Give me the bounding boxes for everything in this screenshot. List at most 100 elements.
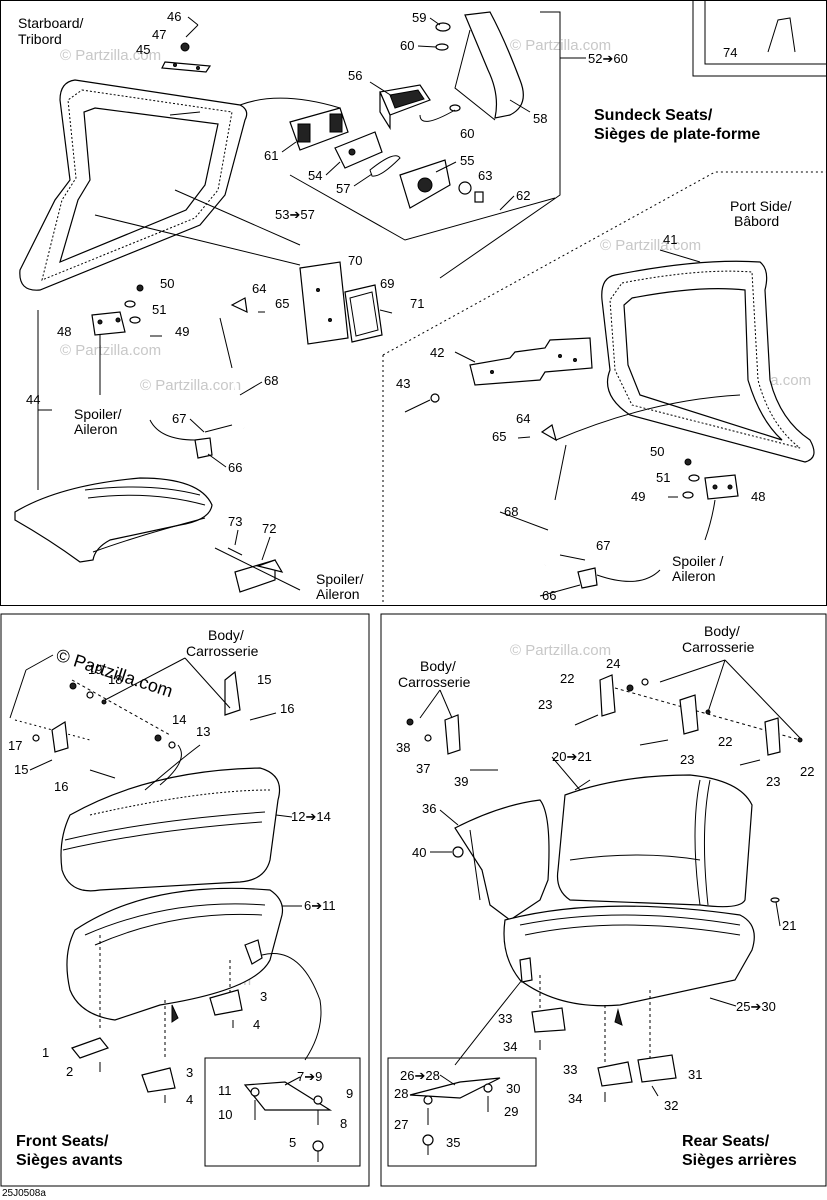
callout-34: 34 [503,1039,517,1054]
watermark: © Partzilla.com [600,237,701,254]
callout-52-60: 52➔60 [588,51,628,66]
hinge-69-70 [299,261,393,345]
callout-23: 23 [680,752,694,767]
callout-23: 23 [766,774,780,789]
callout-1: 1 [42,1045,49,1060]
callout-15: 15 [14,762,28,777]
callout-leaders [29,16,781,1086]
label-spoiler: Spoiler / [672,553,723,569]
callout-54: 54 [308,168,322,183]
strap-58 [419,11,524,122]
callout-33: 33 [498,1011,512,1026]
callout-31: 31 [688,1067,702,1082]
callout-38: 38 [396,740,410,755]
starboard-backrest-frame [19,79,248,490]
label-spoiler: Aileron [672,568,716,584]
front-brackets [71,939,322,1103]
callout-73: 73 [228,514,242,529]
figure-code: 25J0508a [2,1188,46,1199]
callout-8: 8 [340,1116,347,1131]
callout-5: 5 [289,1135,296,1150]
watermark: © Partzilla.com [510,37,611,54]
callout-58: 58 [533,111,547,126]
label-spoiler: Aileron [74,421,118,437]
callout-16: 16 [54,779,68,794]
front-backrest-12-14 [60,744,281,892]
callout-67: 67 [596,538,610,553]
callout-48: 48 [751,489,765,504]
callout-34: 34 [568,1091,582,1106]
callout-49: 49 [175,324,189,339]
callout-62: 62 [516,188,530,203]
callout-42: 42 [430,345,444,360]
callout-29: 29 [504,1104,518,1119]
callout-16: 16 [280,701,294,716]
callout-33: 33 [563,1062,577,1077]
callout-65: 65 [492,429,506,444]
title-front-seats: Front Seats/ [16,1133,109,1150]
watermark: © Partzilla.com [60,47,161,64]
callout-3: 3 [186,1065,193,1080]
callouts: 46 47 45 59 60 52➔60 56 58 60 61 54 57 5… [8,9,814,1150]
callout-37: 37 [416,761,430,776]
callout-64: 64 [516,411,530,426]
callout-25-30: 25➔30 [736,999,776,1014]
callout-35: 35 [446,1135,460,1150]
latch-assembly-53-57 [289,131,556,241]
rear-brackets [531,1007,677,1102]
callout-27: 27 [394,1117,408,1132]
callout-51: 51 [152,302,166,317]
callout-64: 64 [252,281,266,296]
callout-14: 14 [172,712,186,727]
callout-47: 47 [152,27,166,42]
title-sundeck-seats: Sundeck Seats/ [594,107,713,124]
callout-7-9: 7➔9 [297,1069,322,1084]
label-spoiler: Spoiler/ [316,571,364,587]
label-port-side: Port Side/ [730,198,792,214]
callout-20-21: 20➔21 [552,749,592,764]
callout-2: 2 [66,1064,73,1079]
label-body: Carrosserie [682,639,755,655]
callout-71: 71 [410,296,424,311]
callout-51: 51 [656,470,670,485]
bracket-45-assembly [161,24,212,73]
callout-19: 19 [88,662,102,677]
callout-44: 44 [26,392,40,407]
label-port-side: Bâbord [734,213,779,229]
callout-36: 36 [422,801,436,816]
label-starboard: Starboard/ [18,15,83,31]
callout-22: 22 [718,734,732,749]
watermark: © Partzilla.com [60,342,161,359]
plate-42 [404,337,593,413]
title-rear-seats: Rear Seats/ [682,1133,770,1150]
callout-53-57: 53➔57 [275,207,315,222]
callout-23: 23 [538,697,552,712]
callout-49: 49 [631,489,645,504]
label-body: Body/ [704,623,740,639]
callout-22: 22 [560,671,574,686]
title-rear-seats: Sièges arrières [682,1152,797,1169]
callout-21: 21 [782,918,796,933]
callout-12-14: 12➔14 [291,809,331,824]
rear-side-panel-36 [452,799,550,921]
bracket-61 [289,107,349,151]
callout-60: 60 [460,126,474,141]
callout-72: 72 [262,521,276,536]
gas-strut-68-right [517,394,741,589]
callout-74: 74 [723,45,737,60]
section-titles: Sundeck Seats/ Sièges de plate-forme Fro… [2,107,797,1199]
callout-32: 32 [664,1098,678,1113]
label-body: Body/ [208,627,244,643]
callout-57: 57 [336,181,350,196]
gas-strut-68-left [149,297,265,459]
callout-70: 70 [348,253,362,268]
latch-56 [379,84,431,131]
label-body: Carrosserie [398,674,471,690]
label-spoiler: Aileron [316,586,360,602]
hinge-48-right [668,458,739,541]
callout-9: 9 [346,1086,353,1101]
callout-59: 59 [412,10,426,25]
callout-24: 24 [606,656,620,671]
